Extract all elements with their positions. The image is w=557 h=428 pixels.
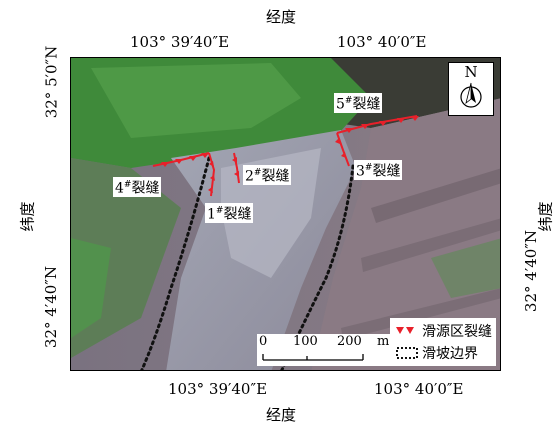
bottom-tick-2: 103° 40′0″E: [374, 380, 464, 398]
crack-symbol-icon: [396, 327, 414, 334]
vegetation-right: [431, 238, 500, 298]
satellite-map: 4#裂缝 1#裂缝 2#裂缝 3#裂缝 5#裂缝 N 0 100 200 m 滑…: [70, 57, 501, 371]
crack-3-marks: [335, 138, 346, 158]
scale-unit: m: [377, 334, 390, 349]
legend-item-crack: 滑源区裂缝: [394, 320, 492, 342]
legend-item-boundary: 滑坡边界: [394, 342, 492, 364]
forest-highlight: [91, 63, 301, 138]
legend: 滑源区裂缝 滑坡边界: [390, 318, 496, 366]
crack-lines: [152, 115, 419, 197]
legend-label-crack: 滑源区裂缝: [422, 324, 492, 340]
crack-label-2: 2#裂缝: [243, 165, 292, 185]
top-axis-title: 经度: [266, 8, 297, 26]
scale-label-0: 0: [259, 334, 268, 349]
boundary-symbol-icon: [396, 347, 418, 359]
scale-bar: 0 100 200 m: [257, 334, 391, 366]
crack-label-5: 5#裂缝: [334, 93, 383, 113]
crack-5-marks: [345, 116, 419, 133]
striation-3: [341, 288, 500, 340]
crack-4-marks: [161, 153, 209, 167]
scale-label-200: 200: [337, 334, 362, 349]
scale-bar-graphic: [262, 354, 364, 361]
bottom-axis-title: 经度: [266, 406, 297, 424]
top-tick-1: 103° 39′40″E: [130, 33, 230, 51]
map-imagery: [71, 58, 500, 370]
compass-icon: [460, 82, 482, 108]
crack-label-3: 3#裂缝: [354, 160, 403, 180]
crack-label-1: 1#裂缝: [205, 203, 254, 223]
crack-2-marks: [232, 157, 239, 177]
crack-1-marks: [208, 161, 215, 193]
forest-left-green: [71, 238, 111, 338]
left-tick-2: 32° 4′40″N: [42, 265, 61, 349]
scale-label-100: 100: [293, 334, 318, 349]
legend-label-boundary: 滑坡边界: [422, 346, 478, 362]
striation-1: [371, 168, 500, 223]
north-label: N: [464, 63, 478, 81]
crack-label-4: 4#裂缝: [113, 177, 162, 197]
left-tick-1: 32° 5′0″N: [42, 45, 61, 119]
boundary-left: [140, 156, 211, 370]
north-arrow-box: N: [448, 62, 494, 116]
top-tick-2: 103° 40′0″E: [337, 33, 427, 51]
left-axis-title: 纬度: [18, 201, 37, 232]
striation-2: [361, 218, 500, 272]
crack-2-line: [233, 152, 240, 184]
bottom-tick-1: 103° 39′40″E: [168, 380, 268, 398]
right-tick-1: 32° 4′40″N: [522, 229, 541, 313]
right-axis-title: 纬度: [536, 201, 555, 232]
